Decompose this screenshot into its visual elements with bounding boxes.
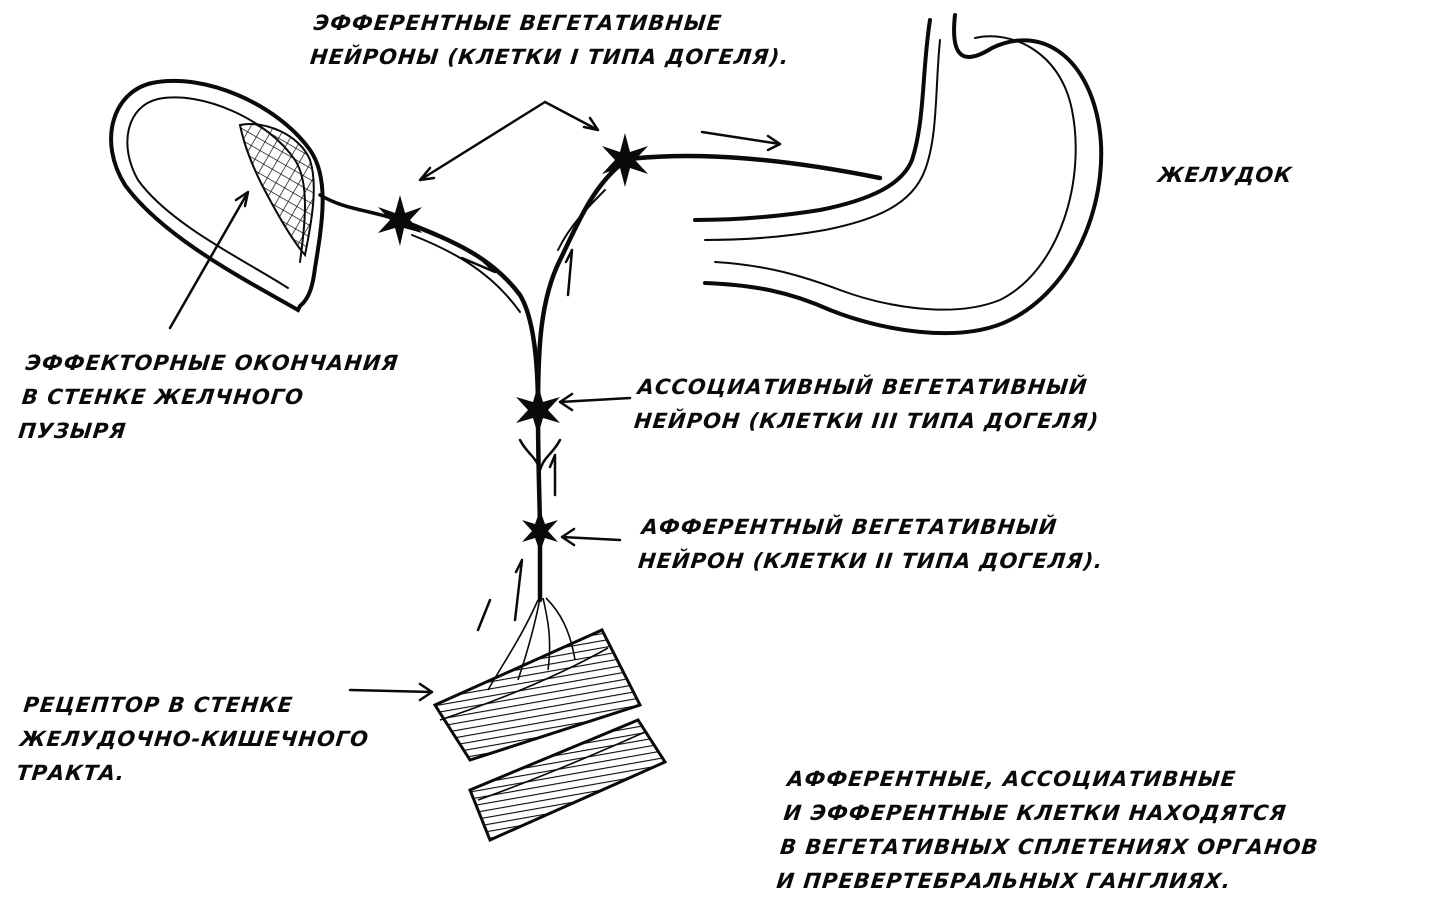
stomach-label: ЖЕЛУДОК (1156, 158, 1294, 192)
effector-label-line-1: ЭФФЕКТОРНЫЕ ОКОНЧАНИЯ (24, 346, 401, 380)
associative-label-line-2: НЕЙРОН (КЛЕТКИ III ТИПА ДОГЕЛЯ) (632, 404, 1100, 438)
afferent-label-line-2: НЕЙРОН (КЛЕТКИ II ТИПА ДОГЕЛЯ). (636, 544, 1105, 578)
associative-neuron-label: АССОЦИАТИВНЫЙ ВЕГЕТАТИВНЫЙ НЕЙРОН (КЛЕТК… (632, 370, 1104, 438)
neuron-stars (378, 133, 648, 552)
effector-label-line-3: ПУЗЫРЯ (17, 414, 394, 448)
efferent-label-line-1: ЭФФЕРЕНТНЫЕ ВЕГЕТАТИВНЫЕ (312, 6, 795, 40)
gallbladder (111, 81, 323, 310)
receptor-label-line-1: РЕЦЕПТОР В СТЕНКЕ (22, 688, 375, 722)
note-line-3: В ВЕГЕТАТИВНЫХ СПЛЕТЕНИЯХ ОРГАНОВ (778, 830, 1320, 864)
afferent-neuron (522, 510, 558, 552)
associative-neuron (516, 385, 560, 435)
efferent-neuron-left (378, 195, 422, 246)
note-line-4: И ПРЕВЕРТЕБРАЛЬНЫХ ГАНГЛИЯХ. (775, 864, 1317, 898)
efferent-label-line-2: НЕЙРОНЫ (КЛЕТКИ I ТИПА ДОГЕЛЯ). (308, 40, 791, 74)
intestine-receptor (435, 598, 665, 840)
receptor-label: РЕЦЕПТОР В СТЕНКЕ ЖЕЛУДОЧНО-КИШЕЧНОГО ТР… (15, 688, 375, 790)
note-line-2: И ЭФФЕРЕНТНЫЕ КЛЕТКИ НАХОДЯТСЯ (782, 796, 1324, 830)
location-note: АФФЕРЕНТНЫЕ, АССОЦИАТИВНЫЕ И ЭФФЕРЕНТНЫЕ… (775, 762, 1328, 898)
note-line-1: АФФЕРЕНТНЫЕ, АССОЦИАТИВНЫЕ (786, 762, 1328, 796)
effector-label-line-2: В СТЕНКЕ ЖЕЛЧНОГО (20, 380, 397, 414)
efferent-neurons-label: ЭФФЕРЕНТНЫЕ ВЕГЕТАТИВНЫЕ НЕЙРОНЫ (КЛЕТКИ… (308, 6, 794, 74)
stomach-label-text: ЖЕЛУДОК (1156, 158, 1294, 192)
afferent-label-line-1: АФФЕРЕНТНЫЙ ВЕГЕТАТИВНЫЙ (640, 510, 1109, 544)
effector-endings-label: ЭФФЕКТОРНЫЕ ОКОНЧАНИЯ В СТЕНКЕ ЖЕЛЧНОГО … (17, 346, 401, 448)
associative-label-line-1: АССОЦИАТИВНЫЙ ВЕГЕТАТИВНЫЙ (636, 370, 1104, 404)
receptor-label-line-2: ЖЕЛУДОЧНО-КИШЕЧНОГО (18, 722, 371, 756)
afferent-neuron-label: АФФЕРЕНТНЫЙ ВЕГЕТАТИВНЫЙ НЕЙРОН (КЛЕТКИ … (636, 510, 1108, 578)
receptor-label-line-3: ТРАКТА. (15, 756, 368, 790)
